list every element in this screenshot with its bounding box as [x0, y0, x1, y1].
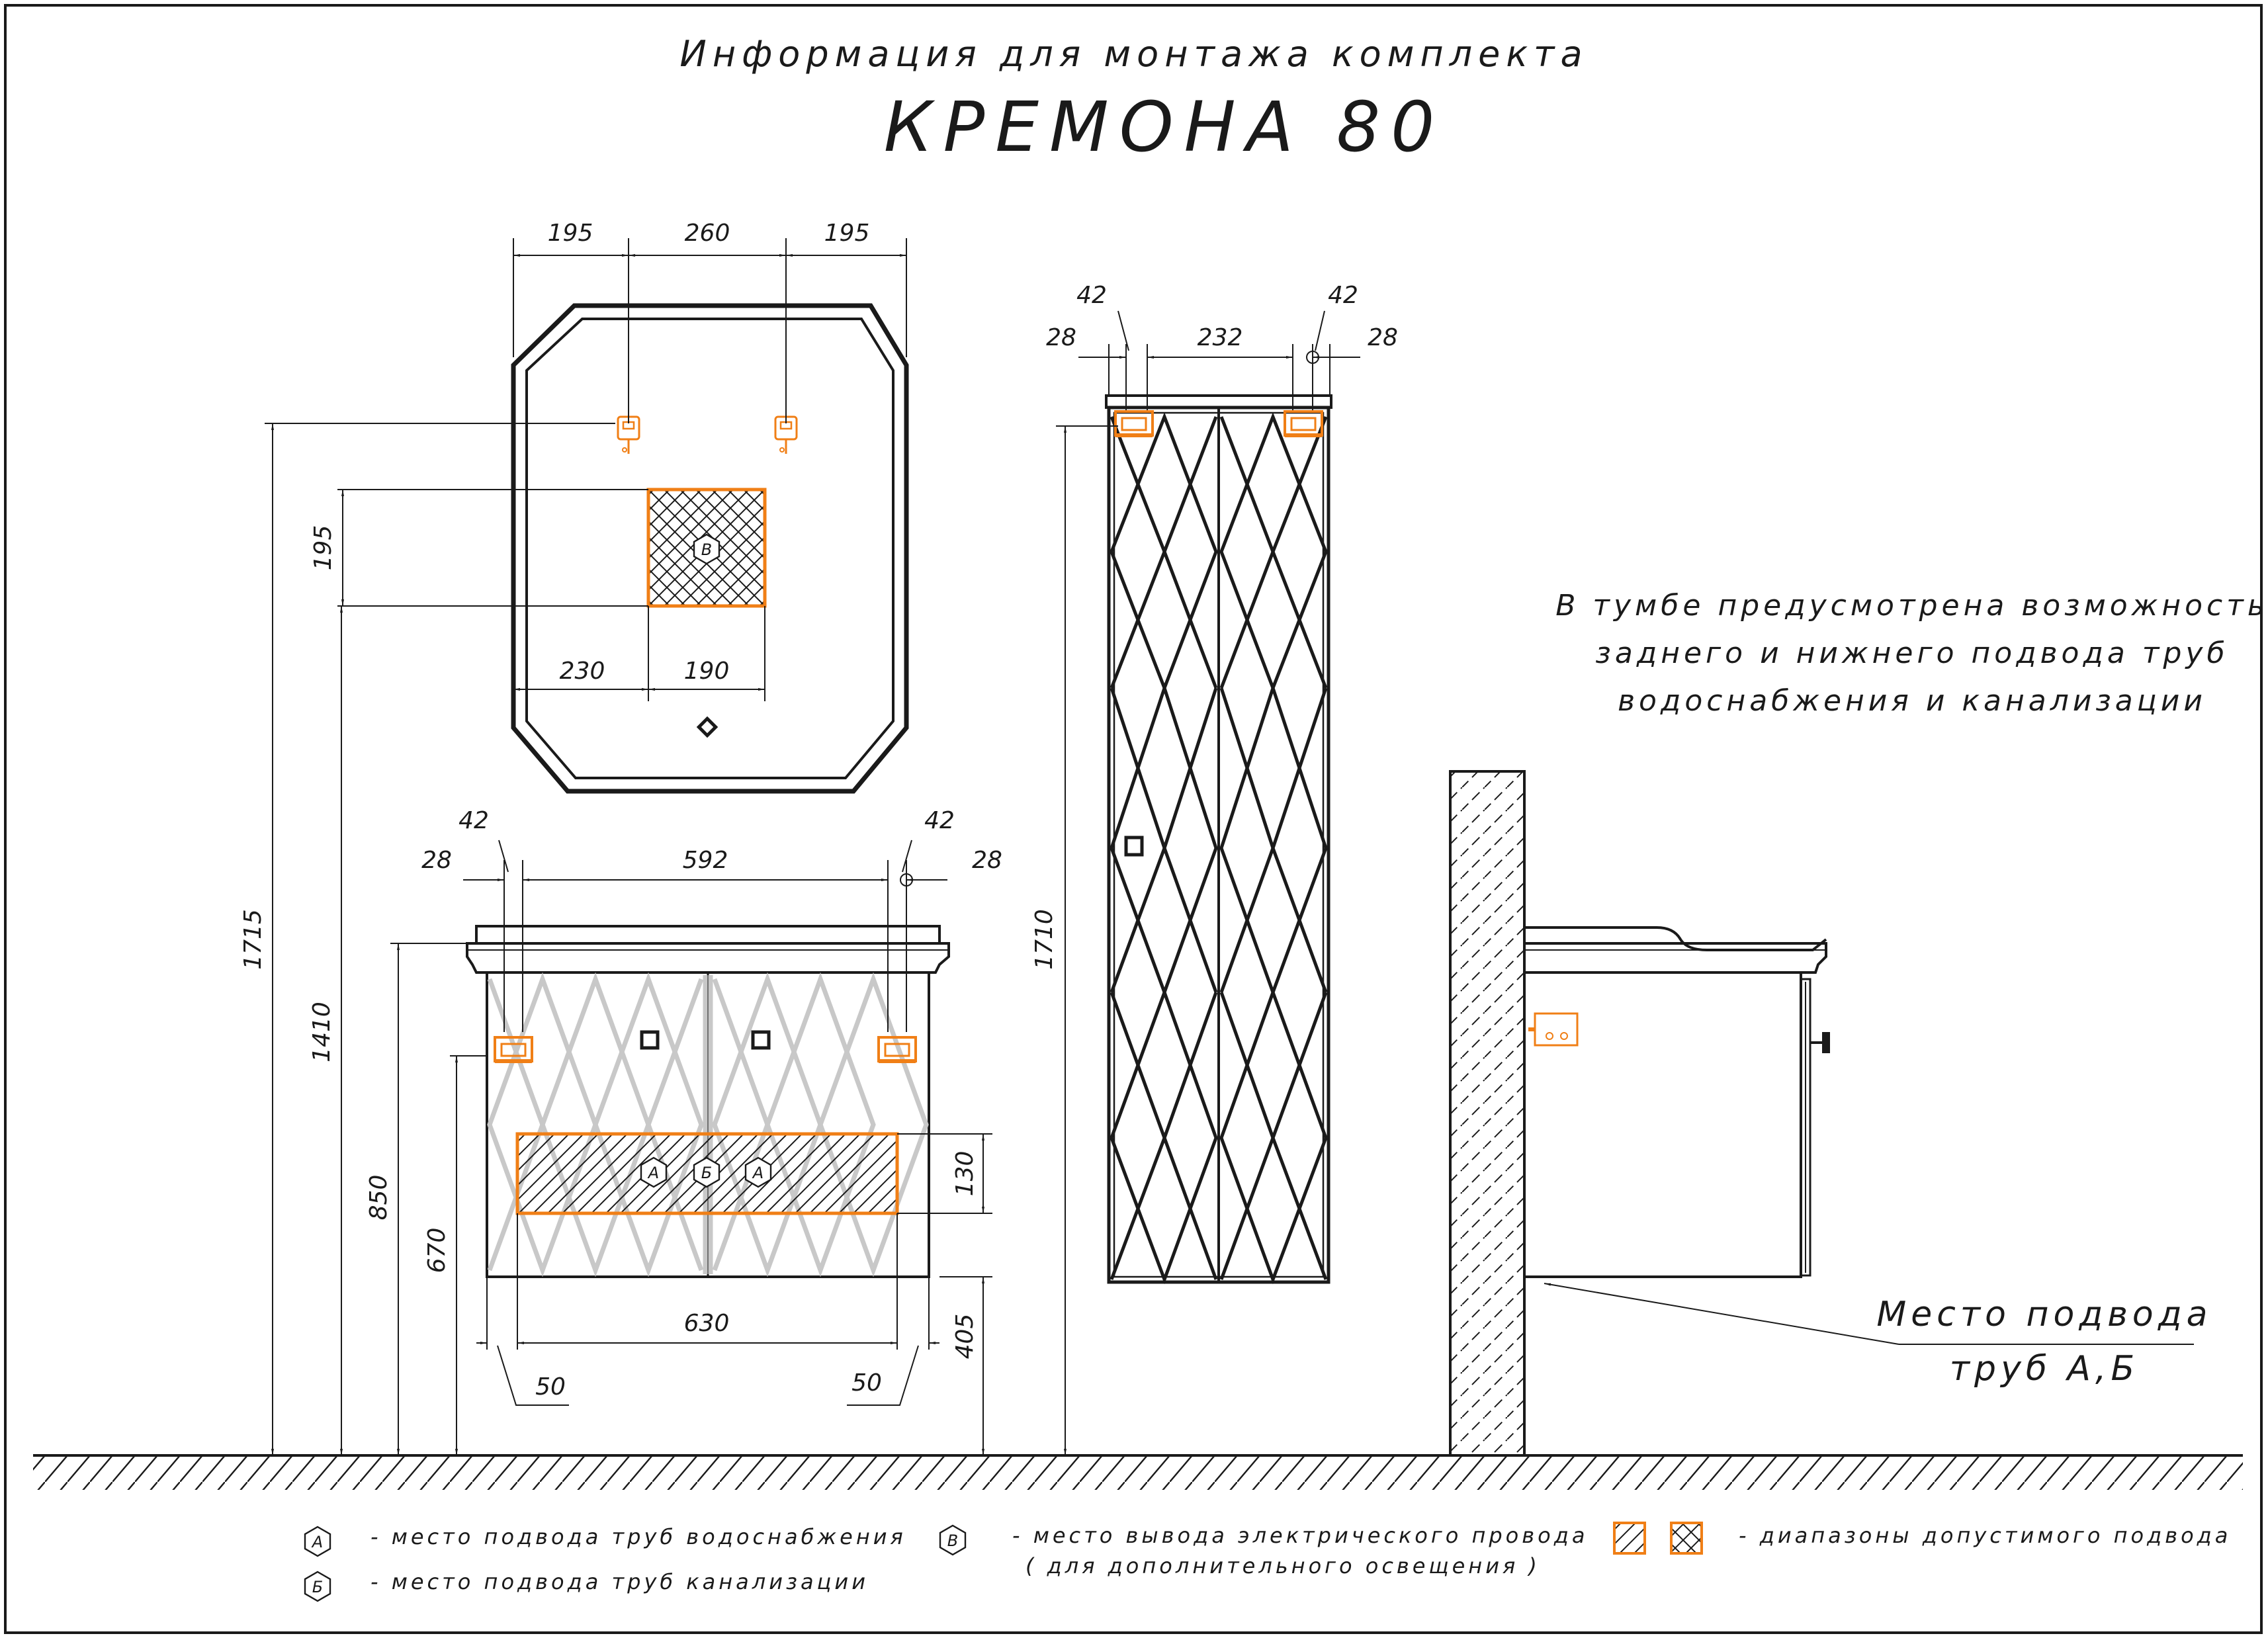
vanity-dims	[463, 840, 992, 1455]
water-marker-right: А	[744, 1156, 772, 1188]
svg-text:А: А	[752, 1164, 763, 1182]
dim-height-670: 670	[423, 1228, 451, 1273]
dim-mirror-195-right: 195	[824, 220, 870, 247]
legend: А - место подвода труб водоснабжения Б -…	[304, 1522, 2231, 1602]
svg-text:А: А	[647, 1164, 659, 1182]
note-line-2: заднего и нижнего подвода труб	[1595, 636, 2228, 670]
side-knob	[1810, 1032, 1830, 1053]
dim-cabinet-42-left: 42	[1076, 282, 1107, 309]
legend-water-icon: А	[304, 1526, 331, 1557]
dim-cabinet-28-left: 28	[1046, 324, 1076, 351]
electric-marker: В	[693, 533, 720, 565]
vanity-handle-left	[640, 1030, 660, 1050]
note-line-1: В тумбе предусмотрена возможность	[1555, 589, 2268, 623]
svg-text:А: А	[311, 1533, 323, 1551]
legend-electric-text-2: ( для дополнительного освещения )	[1025, 1553, 1540, 1578]
dim-vanity-50-right: 50	[851, 1369, 882, 1397]
dim-vanity-405: 405	[951, 1314, 979, 1359]
plumbing-note: В тумбе предусмотрена возможность заднег…	[1555, 589, 2268, 718]
svg-text:Б: Б	[701, 1164, 712, 1182]
side-view	[1449, 770, 1830, 1457]
legend-hatch-diag-icon	[1613, 1522, 1646, 1555]
cabinet-handle	[1124, 836, 1144, 857]
tall-cabinet	[1105, 394, 1332, 1285]
dim-cabinet-42-right: 42	[1328, 282, 1358, 309]
dim-mirror-190: 190	[684, 658, 730, 685]
drawing-title: КРЕМОНА 80	[884, 87, 1446, 167]
dim-cabinet-232: 232	[1198, 324, 1243, 351]
dim-vanity-130: 130	[951, 1151, 979, 1197]
note-line-3: водоснабжения и канализации	[1618, 684, 2206, 718]
dim-mirror-socket-195: 195	[310, 525, 337, 571]
dim-vanity-28-right: 28	[972, 847, 1002, 874]
dim-mirror-230: 230	[560, 658, 605, 685]
svg-text:В: В	[701, 540, 712, 559]
cabinet-dims	[1056, 310, 1360, 1455]
dim-vanity-42-right: 42	[924, 807, 955, 834]
dim-cabinet-28-right: 28	[1368, 324, 1398, 351]
dim-vanity-50-left: 50	[535, 1373, 566, 1401]
vanity-front: А Б А	[466, 925, 950, 1278]
side-label-line-1: Место подвода	[1876, 1295, 2212, 1334]
svg-text:Б: Б	[312, 1578, 323, 1596]
cabinet-bracket-right	[1285, 411, 1322, 435]
dim-vanity-42-left: 42	[458, 807, 489, 834]
cabinet-bracket-left	[1115, 411, 1153, 435]
dim-vanity-592: 592	[683, 847, 728, 874]
svg-text:В: В	[947, 1532, 958, 1550]
legend-electric-icon: В	[939, 1524, 967, 1556]
dim-height-850: 850	[365, 1175, 392, 1221]
mirror-switch	[696, 716, 719, 738]
height-dims	[265, 423, 615, 1455]
water-marker-left: А	[640, 1156, 668, 1188]
vanity-handle-right	[751, 1030, 771, 1050]
legend-water-text: - место подвода труб водоснабжения	[371, 1524, 906, 1549]
side-bracket	[1528, 1012, 1579, 1047]
dim-mirror-195-left: 195	[548, 220, 593, 247]
dim-vanity-28-left: 28	[421, 847, 452, 874]
dim-mirror-260: 260	[685, 220, 730, 247]
dim-cabinet-1710: 1710	[1031, 909, 1058, 970]
sewer-marker: Б	[693, 1156, 720, 1188]
legend-sewer-text: - место подвода труб канализации	[371, 1569, 869, 1594]
wall	[1449, 770, 1526, 1457]
floor	[33, 1454, 2243, 1490]
mirror: В	[511, 303, 909, 794]
mirror-dims	[337, 238, 907, 701]
dim-vanity-630: 630	[684, 1310, 730, 1337]
legend-hatch-cross-icon	[1670, 1522, 1703, 1555]
dim-height-1410: 1410	[308, 1002, 335, 1062]
side-label-leader	[1544, 1283, 2194, 1345]
sheet-frame	[4, 4, 2263, 1634]
legend-electric-text-1: - место вывода электрического провода	[1012, 1523, 1588, 1548]
drawing-subtitle: Информация для монтажа комплекта	[679, 33, 1588, 75]
side-label-line-2: труб А,Б	[1950, 1349, 2139, 1389]
legend-sewer-icon: Б	[304, 1571, 331, 1602]
dim-height-1715: 1715	[240, 909, 267, 970]
legend-ranges-text: - диапазоны допустимого подвода	[1739, 1523, 2231, 1548]
